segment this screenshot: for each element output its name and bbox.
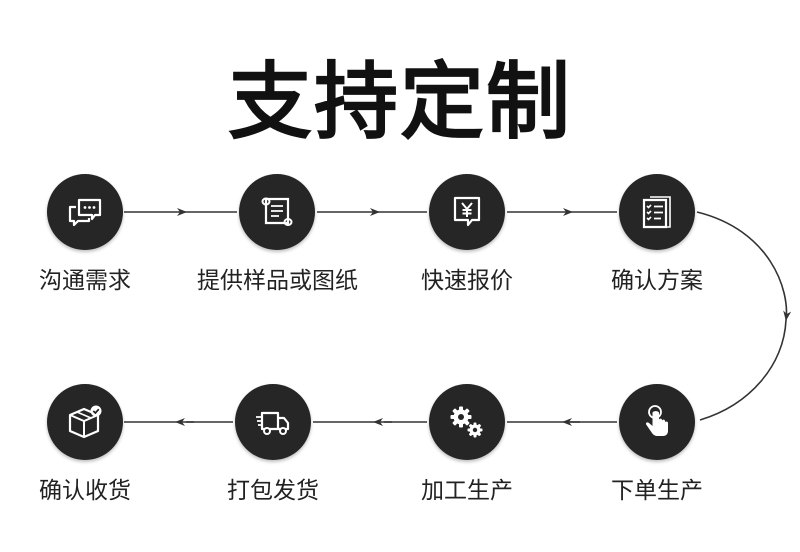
step-label: 下单生产 bbox=[611, 478, 703, 504]
step-quick-quote: 快速报价 bbox=[387, 174, 547, 296]
step-pack-ship: 打包发货 bbox=[193, 384, 353, 506]
step-circle bbox=[47, 174, 123, 250]
step-circle bbox=[619, 384, 695, 460]
step-label: 提供样品或图纸 bbox=[197, 268, 358, 294]
step-confirm-receipt: 确认收货 bbox=[5, 384, 165, 506]
step-circle bbox=[235, 384, 311, 460]
step-label: 沟通需求 bbox=[39, 268, 131, 294]
step-label: 快速报价 bbox=[421, 268, 513, 294]
step-circle bbox=[47, 384, 123, 460]
blueprint-icon bbox=[261, 197, 293, 226]
step-circle bbox=[429, 174, 505, 250]
step-circle bbox=[429, 384, 505, 460]
chat-icon bbox=[68, 198, 102, 227]
step-place-order: 下单生产 bbox=[577, 384, 737, 506]
gears-icon bbox=[450, 406, 483, 438]
step-label: 确认收货 bbox=[39, 478, 131, 504]
page-title: 支持定制 bbox=[227, 53, 572, 151]
step-confirm-plan: 确认方案 bbox=[577, 174, 737, 296]
step-label: 加工生产 bbox=[421, 478, 513, 504]
box-check-icon bbox=[68, 405, 102, 439]
step-provide-samples: 提供样品或图纸 bbox=[197, 174, 358, 296]
step-label: 打包发货 bbox=[227, 478, 319, 504]
arrow-4-5 bbox=[696, 211, 792, 321]
step-processing: 加工生产 bbox=[387, 384, 547, 506]
step-label: 确认方案 bbox=[611, 268, 703, 294]
step-communicate-needs: 沟通需求 bbox=[5, 174, 165, 296]
document-checklist-icon bbox=[642, 196, 671, 229]
step-circle bbox=[239, 174, 315, 250]
tap-hand-icon bbox=[645, 405, 668, 436]
yuan-quote-icon bbox=[453, 196, 481, 227]
delivery-truck-icon bbox=[256, 411, 290, 435]
step-circle bbox=[619, 174, 695, 250]
